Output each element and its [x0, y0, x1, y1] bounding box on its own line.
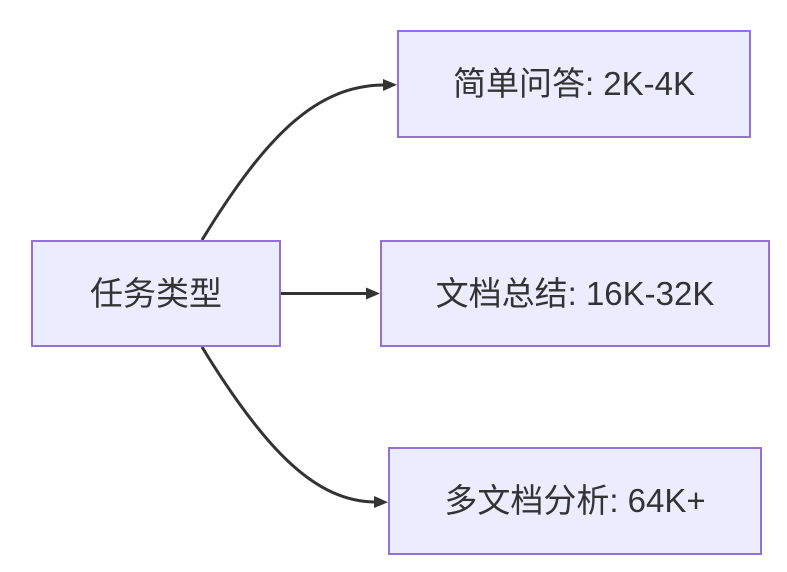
node-simple-qa-label: 简单问答: 2K-4K — [452, 65, 696, 103]
node-simple-qa: 简单问答: 2K-4K — [397, 30, 751, 138]
edge-root-to-simple-qa — [200, 79, 397, 241]
node-task-type-label: 任务类型 — [90, 274, 222, 312]
node-doc-summary: 文档总结: 16K-32K — [380, 240, 770, 347]
node-multi-doc: 多文档分析: 64K+ — [388, 447, 762, 555]
edge-root-to-multi-doc — [200, 346, 388, 508]
node-doc-summary-label: 文档总结: 16K-32K — [435, 274, 715, 312]
node-task-type: 任务类型 — [31, 240, 281, 347]
node-multi-doc-label: 多文档分析: 64K+ — [444, 482, 706, 520]
